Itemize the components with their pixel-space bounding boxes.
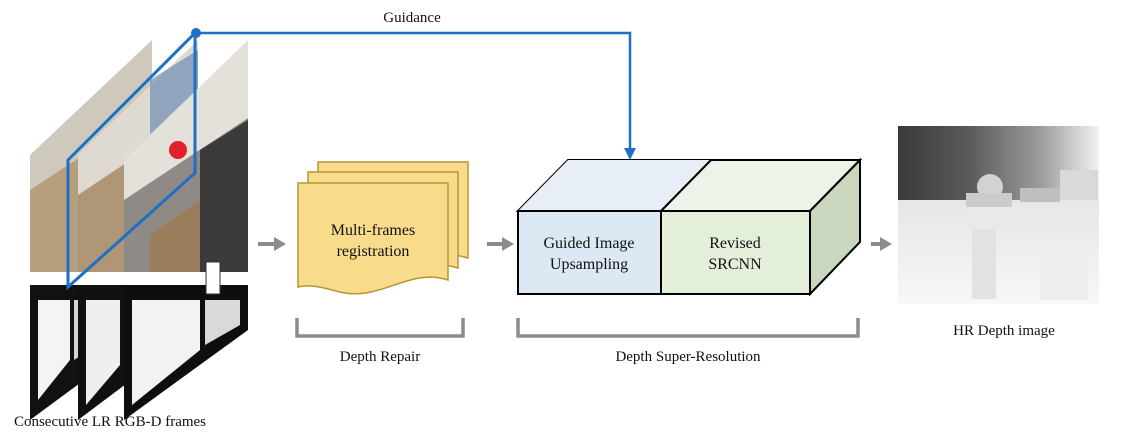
guided-label-line2: Upsampling bbox=[550, 256, 628, 273]
srcnn-label-line1: Revised bbox=[709, 235, 761, 252]
guidance-arrow-head bbox=[624, 148, 636, 160]
flow-arrow-3 bbox=[871, 237, 892, 251]
guided-upsampling-block bbox=[517, 210, 662, 295]
srcnn-label-line2: SRCNN bbox=[708, 256, 762, 273]
registration-label-line1: Multi-frames bbox=[331, 222, 415, 239]
hr-depth-caption: HR Depth image bbox=[953, 323, 1055, 339]
flow-arrow-1 bbox=[258, 237, 286, 251]
rgbd-frame-3 bbox=[124, 40, 248, 420]
guidance-frame-outline bbox=[66, 29, 197, 291]
input-caption: Consecutive LR RGB-D frames bbox=[14, 414, 206, 430]
guided-label-line1: Guided Image bbox=[543, 235, 634, 252]
super-resolution-label: Depth Super-Resolution bbox=[615, 349, 761, 365]
multi-frames-registration-box: Multi-frames registration bbox=[297, 161, 469, 295]
guidance-label: Guidance bbox=[383, 10, 441, 26]
input-frames bbox=[30, 28, 248, 420]
hr-depth-image bbox=[898, 126, 1099, 304]
red-object-icon bbox=[169, 141, 187, 159]
guidance-arrow-line bbox=[196, 31, 632, 150]
flow-arrow-2 bbox=[487, 237, 514, 251]
revised-srcnn-block bbox=[660, 210, 811, 295]
super-resolution-block: Guided Image Upsampling Revised SRCNN bbox=[515, 157, 863, 297]
depth-repair-bracket bbox=[295, 318, 465, 338]
depth-repair-label: Depth Repair bbox=[340, 349, 420, 365]
super-resolution-bracket bbox=[516, 318, 860, 338]
registration-label-line2: registration bbox=[337, 243, 410, 260]
